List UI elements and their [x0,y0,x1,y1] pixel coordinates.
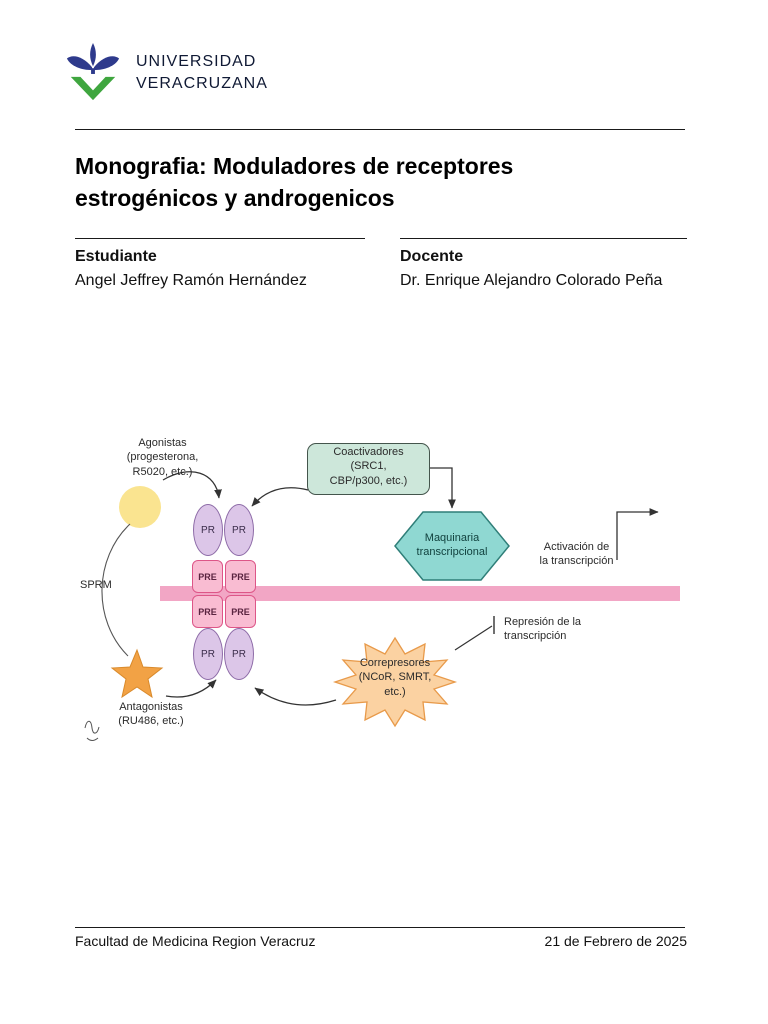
pre-element: PRE [192,560,223,593]
divider [75,927,685,928]
teacher-name: Dr. Enrique Alejandro Colorado Peña [400,272,663,289]
repression-label: Represión de la transcripción [504,616,582,643]
pr-receptor-bottom-left: PR [193,628,223,680]
agonist-ligand-circle [119,486,161,528]
teacher-label: Docente [400,248,464,265]
receptor-modulation-diagram: PR PR PR PR PRE PRE PRE PRE [80,428,692,758]
student-name: Angel Jeffrey Ramón Hernández [75,272,307,289]
pre-element: PRE [225,560,256,593]
agonists-label: Agonistas (progesterona, R5020, etc.) [126,437,199,478]
university-logo: UNIVERSIDAD VERACRUZANA [64,42,268,104]
sprm-label: SPRM [80,579,112,591]
pre-label: PRE [231,606,250,617]
pr-label: PR [201,648,215,660]
activation-label: Activación de la transcripción [539,541,614,568]
university-name: UNIVERSIDAD VERACRUZANA [136,51,268,95]
antagonist-ligand-star [110,648,164,699]
pr-receptor-bottom-right: PR [224,628,254,680]
pr-label: PR [201,524,215,536]
divider [75,129,685,130]
uv-logo-icon [66,43,120,101]
pr-receptor-top-right: PR [224,504,254,556]
coactivators-label: Coactivadores (SRC1, CBP/p300, etc.) [329,446,408,487]
pr-label: PR [232,648,246,660]
machinery-label: Maquinaria transcripcional [416,532,488,559]
pr-receptor-top-left: PR [193,504,223,556]
dna-strand-bar [160,586,680,601]
footer-date: 21 de Febrero de 2025 [544,933,687,949]
pre-label: PRE [198,571,217,582]
page-footer: Facultad de Medicina Region Veracruz 21 … [75,933,687,949]
university-name-line2: VERACRUZANA [136,75,268,92]
student-label: Estudiante [75,248,157,265]
page-title: Monografia: Moduladores de receptores es… [75,153,514,211]
pre-element: PRE [225,595,256,628]
pre-label: PRE [231,571,250,582]
antagonists-label: Antagonistas (RU486, etc.) [118,701,184,728]
pr-label: PR [232,524,246,536]
teacher-block: Docente Dr. Enrique Alejandro Colorado P… [400,238,687,290]
corepressors-label: Correpresores (NCoR, SMRT, etc.) [358,657,432,698]
pre-element: PRE [192,595,223,628]
coactivators-box [307,443,430,495]
pre-label: PRE [198,606,217,617]
university-name-line1: UNIVERSIDAD [136,53,257,70]
student-block: Estudiante Angel Jeffrey Ramón Hernández [75,238,365,290]
footer-faculty: Facultad de Medicina Region Veracruz [75,933,316,949]
